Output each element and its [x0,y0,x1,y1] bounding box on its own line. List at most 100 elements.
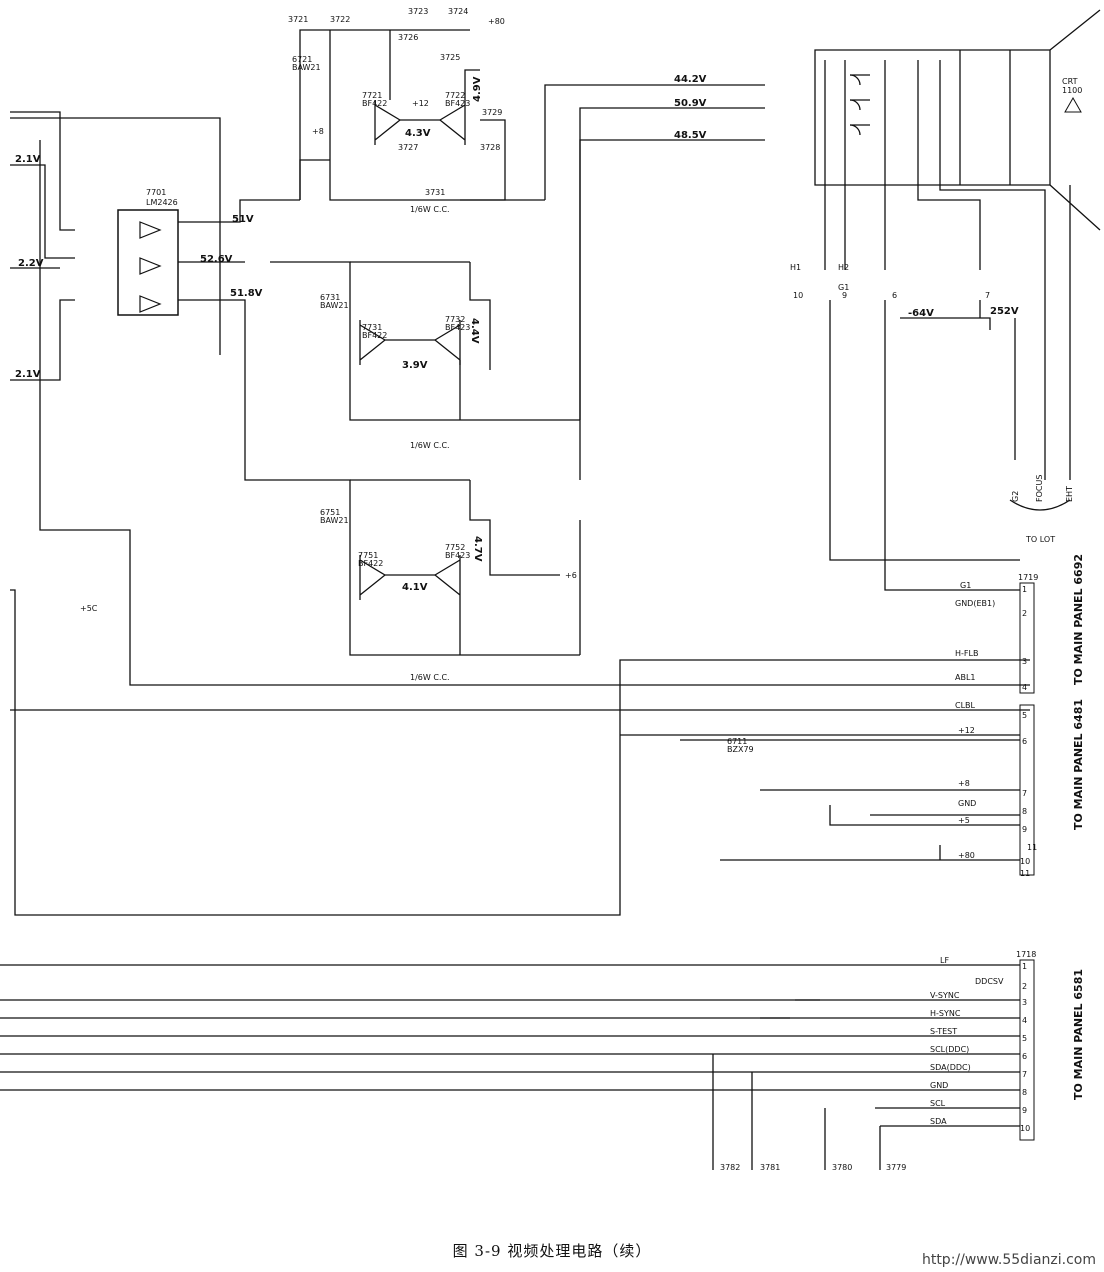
connector-3-pin-10-num: 10 [1020,1124,1030,1133]
pin-label-7: 7 [985,291,990,300]
voltage-g2: 252V [990,306,1019,317]
voltage-labels: 2.1V 2.2V 2.1V 51V 52.6V 51.8V 4.3V 4.9V… [15,74,1019,593]
connector-3-pin-9-num: 9 [1022,1106,1027,1115]
voltage-q3-emitter: 4.1V [402,582,428,593]
transistor-7731-part: BF422 [362,331,387,340]
transistor-7732-designator: 7732 [445,315,465,324]
resistor-3721: 3721 [288,15,308,24]
pin-label-6: 6 [892,291,897,300]
wires [0,9,1101,1170]
crt-tube: CRT 1100 [1062,77,1082,113]
connector-1-header: 1719 [1018,573,1038,582]
crt-label: CRT [1062,77,1078,86]
connector-3-pin-7-name: SDA(DDC) [930,1063,971,1072]
resistor-3725: 3725 [440,53,460,62]
voltage-q3-top: 4.7V [472,536,483,562]
voltage-q2-top: 4.4V [469,318,480,344]
connector-3-header: 1718 [1016,950,1036,959]
diode-6731-designator: 6731 [320,293,340,302]
supply-plus-5c: +5C [80,604,98,613]
voltage-k-r: 44.2V [674,74,707,85]
transistor-7752-part: BF423 [445,551,470,560]
pin-label-g1: G1 [838,283,849,292]
cc-label-3: 1/6W C.C. [410,673,450,682]
voltage-in-g: 2.2V [18,258,44,269]
connector-1-pin-3-name: H-FLB [955,649,978,658]
supply-labels: +80 +12 +8 +5C +6 [80,17,577,613]
transistor-7722-part: BF423 [445,99,470,108]
connector-2-pin-10-num: 10 [1020,857,1030,866]
cap-3782: 3782 [720,1163,740,1172]
connector-2-pin-10-name: +80 [958,851,975,860]
resistor-3727: 3727 [398,143,418,152]
pin-label-focus: FOCUS [1035,475,1044,502]
diode-6711-designator: 6711 [727,737,747,746]
connector-6692: 1719 G1 1 GND(EB1) 2 H-FLB 3 ABL1 4 TO M… [955,554,1085,694]
transistor-7752-designator: 7752 [445,543,465,552]
resistor-3723: 3723 [408,7,428,16]
resistor-labels: 3721 3722 3723 3724 3725 3726 3727 3728 … [288,7,502,197]
schematic-canvas: 7701 LM2426 7721 BF422 7722 BF423 7731 B… [0,7,1101,1172]
connector-3-pin-2-name: DDCSV [975,977,1004,986]
connector-3-pin-7-num: 7 [1022,1070,1027,1079]
diode-6711-part: BZX79 [727,745,754,754]
supply-plus-80: +80 [488,17,505,26]
resistor-3731: 3731 [425,188,445,197]
ic-designator: 7701 [146,188,166,197]
crt-pin-labels: G1 G2 FOCUS EHT H1 H2 10 11 9 6 7 TO LOT [790,263,1074,852]
connector-2-pin-11-num: 11 [1020,869,1030,878]
connector-3-pin-3-num: 3 [1022,998,1027,1007]
cc-labels: 1/6W C.C. 1/6W C.C. 1/6W C.C. [410,205,450,682]
diode-labels: 6721 BAW21 6731 BAW21 6751 BAW21 6711 BZ… [292,55,754,754]
voltage-k-b: 48.5V [674,130,707,141]
voltage-out-2: 52.6V [200,254,233,265]
voltage-q2-emitter: 3.9V [402,360,428,371]
connector-3-pin-6-num: 6 [1022,1052,1027,1061]
connector-3-pin-8-num: 8 [1022,1088,1027,1097]
connector-2-pin-8-name: GND [958,799,976,808]
resistor-3724: 3724 [448,7,468,16]
connector-3-pin-10-name: SDA [930,1117,947,1126]
bottom-capacitors: 3782 3781 3780 3779 [720,1163,906,1172]
voltage-q1-top: 4.9V [472,76,483,102]
cc-label-2: 1/6W C.C. [410,441,450,450]
cc-label-1: 1/6W C.C. [410,205,450,214]
cap-3779: 3779 [886,1163,906,1172]
pin-label-11: 11 [1027,843,1037,852]
connector-3-pin-5-name: S-TEST [930,1027,957,1036]
connector-2-pin-6-name: +12 [958,726,975,735]
connector-2-pin-6-num: 6 [1022,737,1027,746]
transistor-7731-designator: 7731 [362,323,382,332]
connector-2-pin-9-num: 9 [1022,825,1027,834]
pin-label-10: 10 [793,291,803,300]
watermark: http://www.55dianzi.com [921,1252,1096,1268]
voltage-in-b: 2.1V [15,369,41,380]
voltage-in-r: 2.1V [15,154,41,165]
connector-3-pin-4-name: H-SYNC [930,1009,961,1018]
voltage-out-3: 51.8V [230,288,263,299]
voltage-g1: -64V [908,308,934,319]
connector-1-pin-1-name: G1 [960,581,971,590]
connector-1-pin-1-num: 1 [1022,585,1027,594]
connector-3-pin-1-name: LF [940,956,949,965]
connector-2-pin-9-name: +5 [958,816,970,825]
connector-3-title: TO MAIN PANEL 6581 [1072,969,1085,1100]
transistor-labels: 7721 BF422 7722 BF423 7731 BF422 7732 BF… [358,91,470,568]
voltage-out-1: 51V [232,214,254,225]
voltage-k-g: 50.9V [674,98,707,109]
connector-1-pin-4-num: 4 [1022,683,1027,692]
connector-3-pin-6-name: SCL(DDC) [930,1045,969,1054]
connector-3-pin-8-name: GND [930,1081,948,1090]
resistor-3722: 3722 [330,15,350,24]
diode-6731-part: BAW21 [320,301,349,310]
pin-label-g2: G2 [1011,491,1020,502]
crt-capacity: 1100 [1062,86,1082,95]
connector-3-pin-9-name: SCL [930,1099,946,1108]
connector-1-pin-3-num: 3 [1022,657,1027,666]
resistor-3728: 3728 [480,143,500,152]
diode-6751-part: BAW21 [320,516,349,525]
connector-1-pin-2-name: GND(EB1) [955,599,995,608]
resistor-3726: 3726 [398,33,418,42]
connector-2-pin-8-num: 8 [1022,807,1027,816]
connector-2-pin-7-name: +8 [958,779,970,788]
